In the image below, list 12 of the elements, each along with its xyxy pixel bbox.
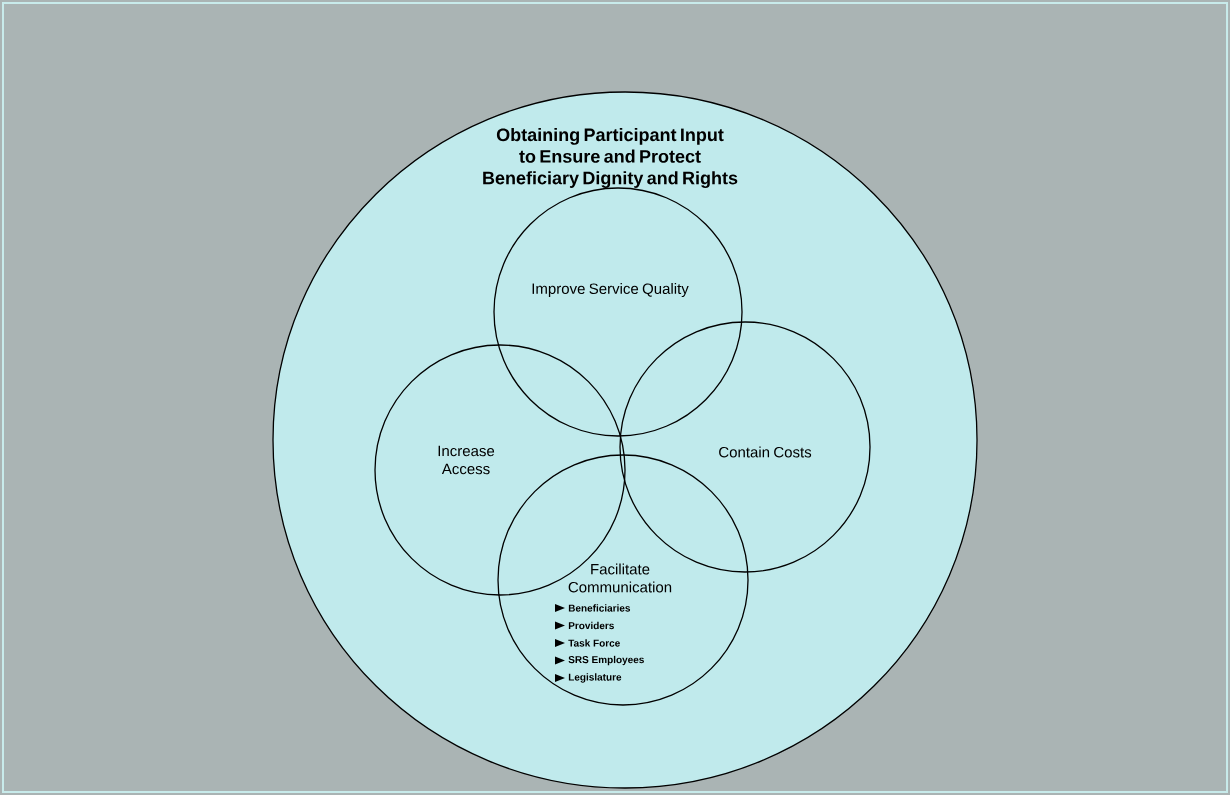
circle-label: Facilitate Communication: [568, 563, 672, 593]
circle-label: Improve Service Quality: [532, 283, 689, 297]
circle-label: Increase Access: [438, 445, 495, 475]
title: Obtaining Participant Input to Ensure and Protect Beneficiary Dignity and Rights: [483, 127, 738, 188]
topic-circle: [493, 187, 743, 437]
bullet-item: Legislature: [555, 673, 622, 683]
bullet-item: SRS Employees: [555, 655, 644, 666]
bullet-item: Task Force: [555, 639, 620, 647]
bullet-item: Beneficiaries: [555, 604, 631, 612]
outer-circle: [272, 91, 978, 789]
circle-label: Contain Costs: [719, 446, 812, 458]
bullet-item: Providers: [555, 621, 614, 630]
